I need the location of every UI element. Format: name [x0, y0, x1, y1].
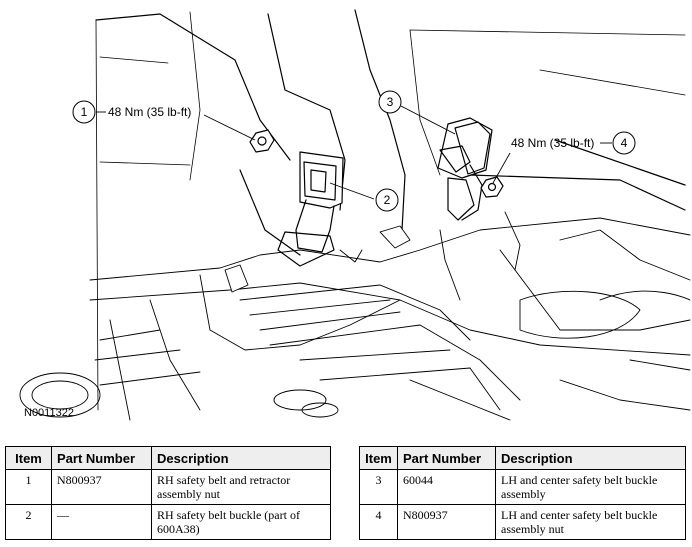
seat-back-right — [354, 9, 406, 231]
table-header-row: Item Part Number Description — [359, 446, 686, 470]
cell-item: 2 — [5, 504, 52, 540]
header-item: Item — [5, 446, 52, 470]
header-part-number: Part Number — [51, 446, 152, 470]
table-row: 4 N800937 LH and center safety belt buck… — [359, 504, 686, 540]
header-description: Description — [151, 446, 331, 470]
cell-description: RH safety belt buckle (part of 600A38) — [151, 504, 331, 540]
cell-part-number: 60044 — [397, 469, 496, 505]
rh-belt-nut-1 — [249, 129, 275, 153]
table-row: 1 N800937 RH safety belt and retractor a… — [5, 469, 331, 505]
lh-center-buckle-assembly — [437, 117, 493, 221]
callout-1-torque: 48 Nm (35 lb-ft) — [108, 105, 191, 119]
table-row: 3 60044 LH and center safety belt buckle… — [359, 469, 686, 505]
callout-4-number: 4 — [621, 136, 628, 150]
callout-2-number: 2 — [384, 193, 391, 207]
floor-pan — [19, 211, 691, 421]
header-description: Description — [495, 446, 686, 470]
figure-id: N0011322 — [24, 407, 74, 419]
cell-description: RH safety belt and retractor assembly nu… — [151, 469, 331, 505]
seat-belt-diagram: 1 2 3 4 48 Nm (35 lb-ft) 48 Nm (35 lb-ft… — [19, 9, 691, 421]
table-header-row: Item Part Number Description — [5, 446, 331, 470]
cell-part-number: — — [51, 504, 152, 540]
cell-item: 4 — [359, 504, 398, 540]
cell-item: 1 — [5, 469, 52, 505]
rh-safety-belt-buckle — [277, 151, 344, 267]
callout-4-torque: 48 Nm (35 lb-ft) — [511, 136, 594, 150]
cell-description: LH and center safety belt buckle assembl… — [495, 504, 686, 540]
lh-belt-nut-4 — [480, 176, 504, 198]
parts-table-left: Item Part Number Description 1 N800937 R… — [5, 446, 331, 540]
cell-part-number: N800937 — [51, 469, 152, 505]
cell-part-number: N800937 — [397, 504, 496, 540]
table-row: 2 — RH safety belt buckle (part of 600A3… — [5, 504, 331, 540]
cell-item: 3 — [359, 469, 398, 505]
callout-1-number: 1 — [81, 105, 88, 119]
callout-3-number: 3 — [387, 95, 394, 109]
parts-table-right: Item Part Number Description 3 60044 LH … — [359, 446, 686, 540]
header-part-number: Part Number — [397, 446, 496, 470]
cell-description: LH and center safety belt buckle assembl… — [495, 469, 686, 505]
header-item: Item — [359, 446, 398, 470]
